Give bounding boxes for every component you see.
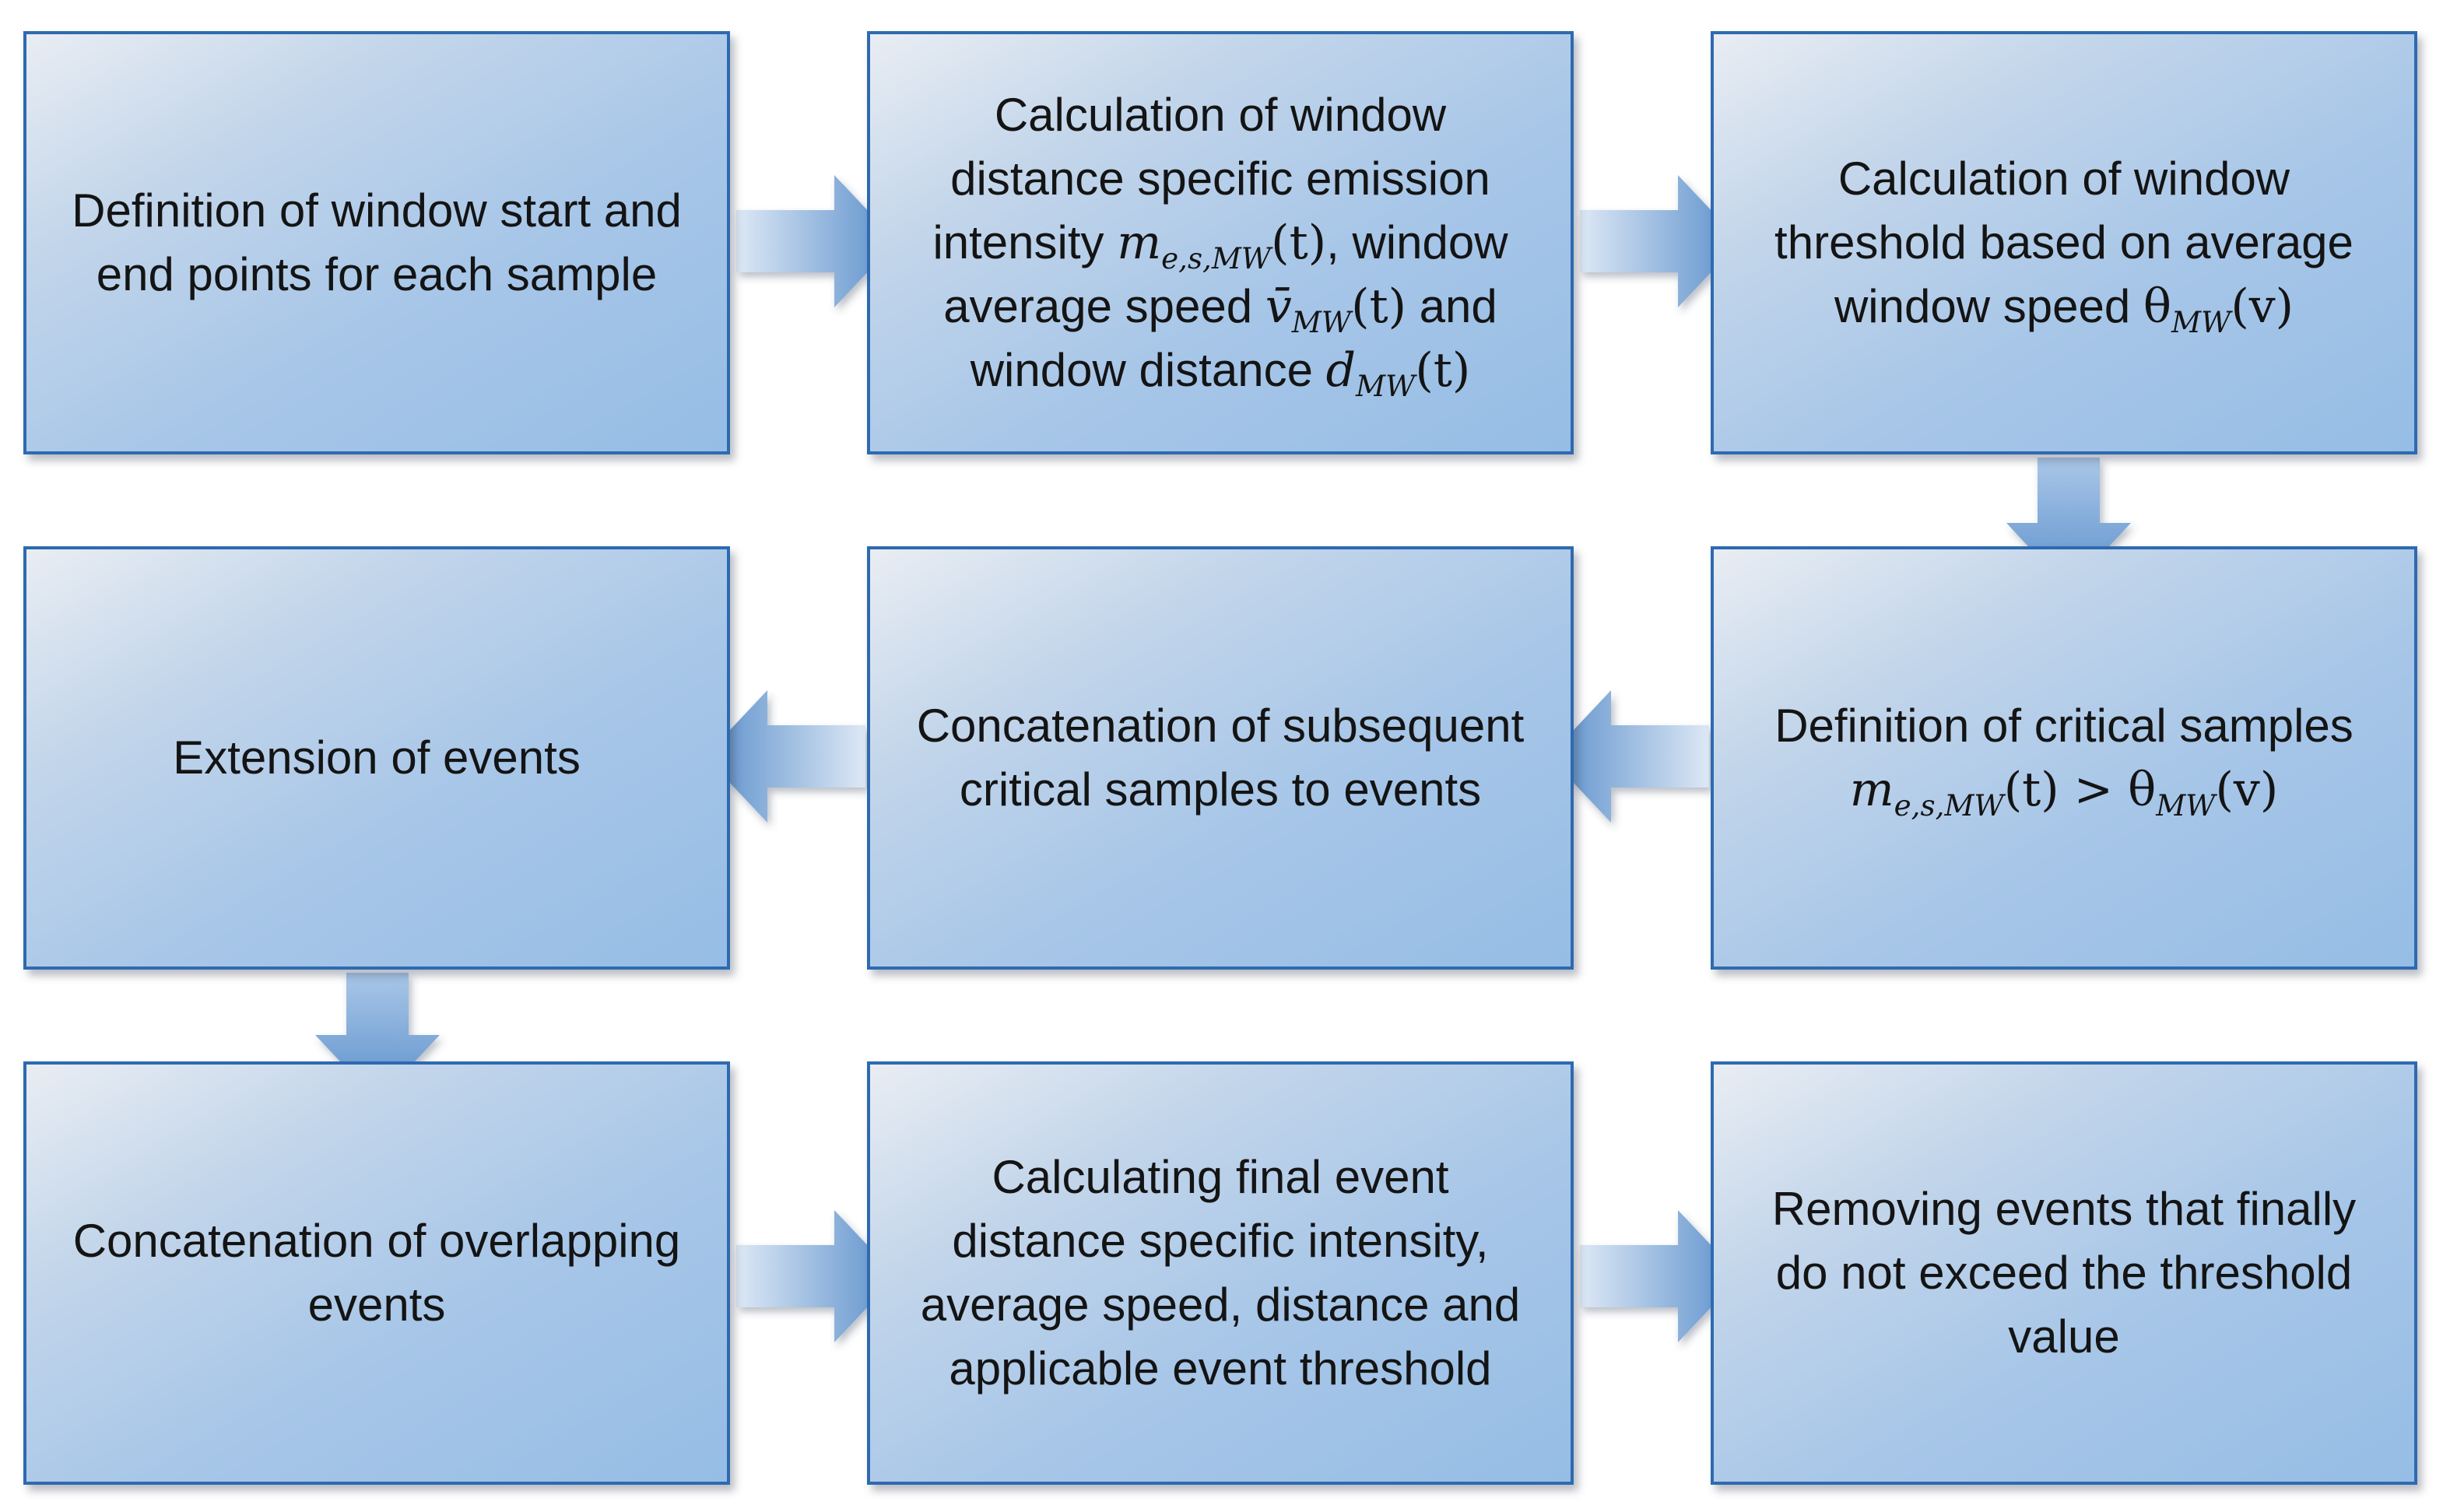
step-concatenation-overlapping: Concatenation of overlapping events	[23, 1061, 730, 1485]
step-removing-events: Removing events that finally do not exce…	[1711, 1061, 2417, 1485]
math-subscript: MW	[2171, 305, 2231, 340]
math-symbol: θ	[2128, 763, 2157, 817]
math-argument: (t)	[1351, 279, 1406, 334]
math-symbol: v̄	[1265, 279, 1292, 334]
text-fragment: , window	[1326, 216, 1508, 268]
step-text-line: intensity me,s,MW(t), window	[932, 211, 1508, 275]
step-text-line: Concatenation of subsequent	[916, 700, 1525, 752]
math-argument: (v)	[2231, 279, 2294, 334]
step-text: Definition of window start and end point…	[72, 179, 682, 307]
step-text-line: critical samples to events	[959, 763, 1482, 816]
step-text: Concatenation of overlapping events	[73, 1209, 681, 1337]
step-text-line: me,s,MW(t) > θMW(v)	[1774, 758, 2353, 822]
math-subscript: e,s,MW	[1161, 241, 1272, 276]
text-fragment: and	[1419, 280, 1497, 332]
step-text: Calculation of window threshold based on…	[1774, 147, 2353, 339]
step-window-start-end-points: Definition of window start and end point…	[23, 31, 730, 454]
step-text-line: Extension of events	[173, 731, 581, 784]
step-text-line: events	[307, 1279, 446, 1331]
math-symbol: m	[1117, 216, 1162, 270]
step-text: Calculating final event distance specifi…	[921, 1145, 1521, 1401]
step-text-line: distance specific intensity,	[952, 1215, 1489, 1267]
step-text-line: window speed θMW(v)	[1774, 275, 2353, 339]
math-symbol: d	[1325, 343, 1357, 398]
step-text-line: Calculation of window	[1838, 153, 2290, 205]
text-fragment: intensity	[932, 216, 1104, 268]
step-text: Concatenation of subsequent critical sam…	[917, 694, 1525, 822]
step-text-line: Definition of window start and	[72, 184, 682, 237]
step-critical-samples-definition: Definition of critical samples me,s,MW(t…	[1711, 546, 2417, 970]
step-text-line: do not exceed the threshold	[1775, 1247, 2353, 1299]
step-text-line: Calculation of window	[994, 89, 1447, 141]
step-text: Calculation of window distance specific …	[932, 83, 1508, 402]
step-extension-of-events: Extension of events	[23, 546, 730, 970]
step-threshold-calculation: Calculation of window threshold based on…	[1711, 31, 2417, 454]
step-text-line: Definition of critical samples	[1774, 700, 2353, 752]
step-text-line: distance specific emission	[950, 153, 1490, 205]
critical-sample-condition: me,s,MW(t) > θMW(v)	[1849, 763, 2279, 820]
math-argument: (t)	[2003, 763, 2059, 817]
step-text-line: Removing events that finally	[1771, 1183, 2357, 1235]
emission-intensity-formula: me,s,MW(t)	[1117, 216, 1327, 273]
step-text-line: average speed v̄MW(t) and	[932, 275, 1508, 339]
math-symbol: m	[1849, 763, 1894, 817]
step-text-line: threshold based on average	[1774, 216, 2353, 268]
step-text: Extension of events	[173, 726, 581, 790]
math-symbol: θ	[2143, 279, 2171, 334]
step-text-line: Calculating final event	[992, 1151, 1449, 1203]
step-text-line: window distance dMW(t)	[932, 339, 1508, 402]
math-operator: >	[2073, 763, 2113, 817]
step-text: Removing events that finally do not exce…	[1772, 1177, 2356, 1369]
window-distance-formula: dMW(t)	[1325, 343, 1471, 401]
text-fragment: window speed	[1834, 280, 2131, 332]
step-text-line: Concatenation of overlapping	[72, 1215, 681, 1267]
math-subscript: MW	[1356, 369, 1416, 404]
step-final-event-calculation: Calculating final event distance specifi…	[867, 1061, 1574, 1485]
step-text-line: value	[2008, 1310, 2120, 1363]
step-window-calculation: Calculation of window distance specific …	[867, 31, 1574, 454]
math-argument: (t)	[1271, 216, 1327, 270]
text-fragment: average speed	[943, 280, 1253, 332]
math-argument: (t)	[1415, 343, 1471, 398]
math-subscript: MW	[1291, 305, 1352, 340]
step-concatenation-critical-samples: Concatenation of subsequent critical sam…	[867, 546, 1574, 970]
step-text-line: average speed, distance and	[920, 1279, 1521, 1331]
math-subscript: e,s,MW	[1894, 788, 2004, 823]
average-speed-formula: v̄MW(t)	[1265, 279, 1406, 337]
math-argument: (v)	[2215, 763, 2279, 817]
text-fragment: window distance	[970, 344, 1313, 396]
step-text-line: applicable event threshold	[949, 1342, 1492, 1394]
math-subscript: MW	[2156, 788, 2216, 823]
step-text-line: end points for each sample	[96, 248, 658, 300]
threshold-formula: θMW(v)	[2143, 279, 2294, 337]
step-text: Definition of critical samples me,s,MW(t…	[1774, 694, 2353, 822]
